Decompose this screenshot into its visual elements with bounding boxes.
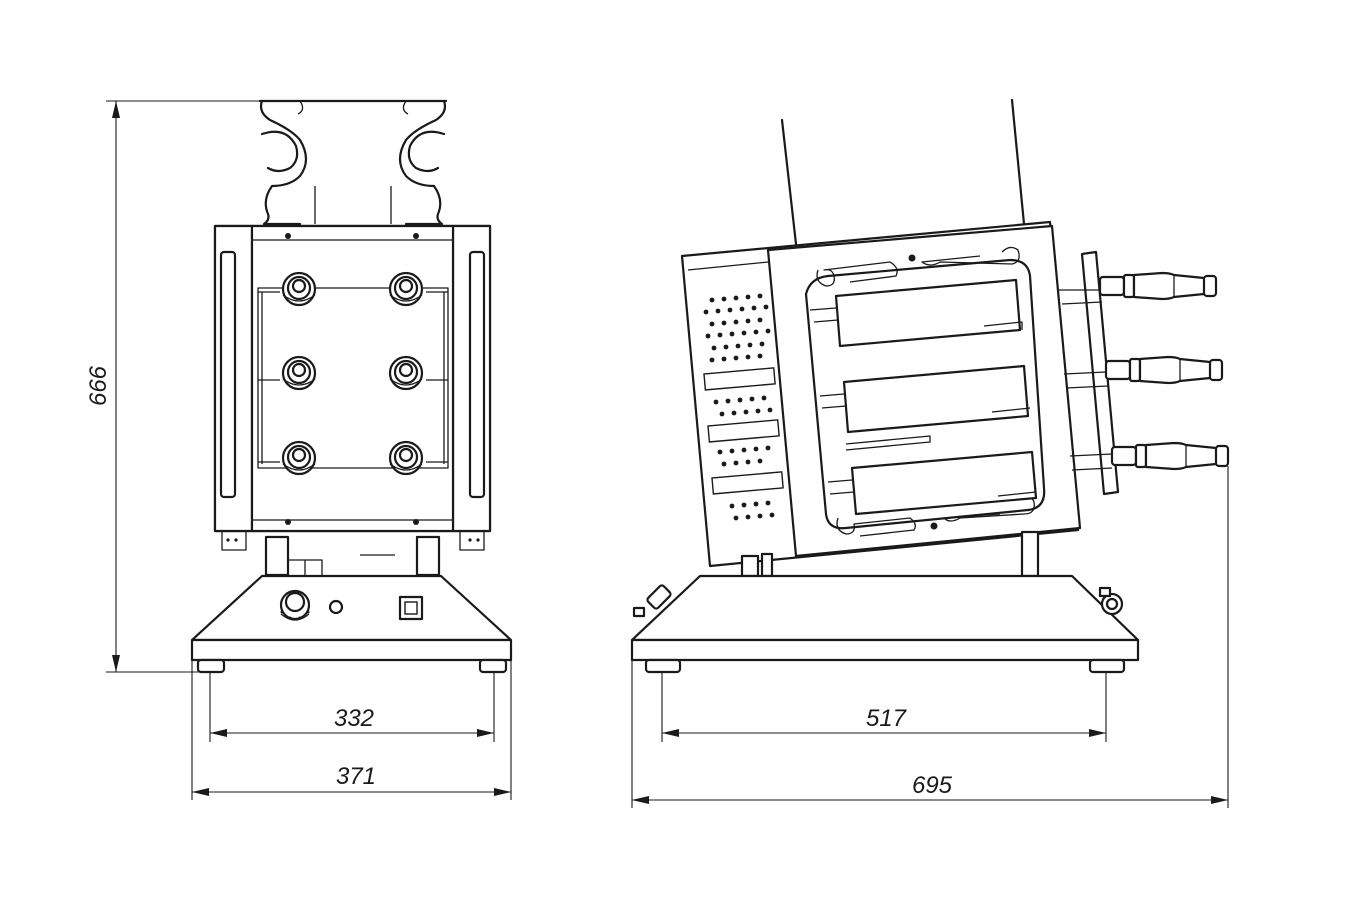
front-housing: [213, 224, 492, 551]
front-base-width-dimension: 371: [191, 660, 512, 800]
indicator-lamp-icon: [328, 599, 344, 615]
skewer-knob: [388, 271, 424, 307]
side-overall-width-dimension: 695: [631, 466, 1229, 808]
side-base: [630, 574, 1140, 674]
height-dimension: 666: [85, 101, 120, 672]
hanging-rod: [1010, 98, 1026, 226]
hanging-rod: [780, 118, 798, 246]
front-decorative-crest: [258, 99, 448, 226]
side-feet-span-dimension: 517: [661, 672, 1107, 742]
skewer-knob: [281, 355, 317, 391]
front-feet-span-label: 332: [334, 705, 374, 732]
side-skewer-handles: [1058, 250, 1230, 496]
front-base-width-label: 371: [336, 763, 376, 790]
skewer-handle: [1104, 355, 1224, 385]
front-posts: [264, 535, 441, 577]
side-door-panel: [766, 224, 1082, 558]
skewer-knob: [281, 440, 317, 476]
skewer-knob: [388, 440, 424, 476]
skewer-knob: [281, 271, 317, 307]
front-base: [190, 574, 513, 674]
vent-holes: [703, 293, 784, 521]
side-posts: [740, 530, 1040, 578]
skewer-knob: [388, 355, 424, 391]
side-view: [630, 98, 1230, 674]
skewer-handle: [1098, 271, 1218, 301]
skewer-handle: [1110, 441, 1230, 471]
front-feet-span-dimension: 332: [209, 672, 495, 742]
base-side-knob-icon: [646, 584, 672, 610]
side-feet-span-label: 517: [866, 705, 908, 732]
height-dimension-label: 666: [85, 365, 112, 406]
side-overall-width-label: 695: [912, 772, 953, 799]
dimensions: 666 332 371 517: [85, 100, 1229, 808]
front-view: [190, 99, 513, 674]
